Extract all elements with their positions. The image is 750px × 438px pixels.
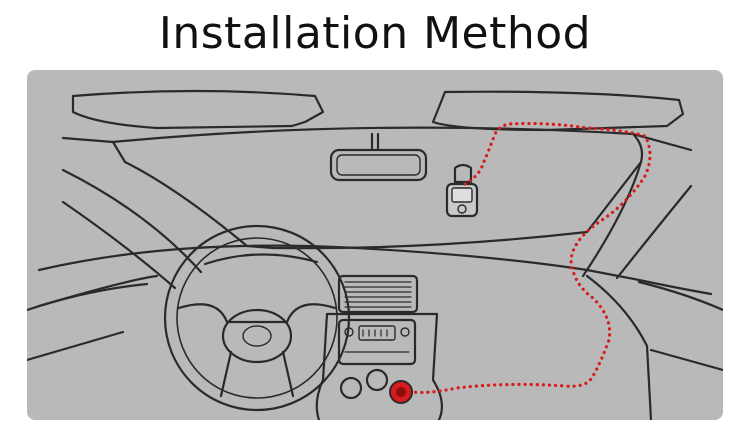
rearview-mirror-glass	[336, 154, 421, 176]
right-a-pillar	[581, 132, 693, 280]
cigarette-lighter-socket	[389, 380, 413, 404]
steering-wheel-hub-center	[242, 325, 272, 347]
right-door-panel	[637, 280, 723, 372]
radio-knob-right	[400, 327, 410, 337]
radio-knob-left	[344, 327, 354, 337]
power-cable-route	[411, 121, 652, 395]
installation-illustration	[27, 70, 723, 420]
steering-wheel	[163, 224, 351, 412]
steering-wheel-spokes	[177, 303, 337, 398]
dash-cam-lens	[457, 204, 467, 214]
radio-display	[358, 325, 396, 341]
gauge-cluster-hood	[203, 253, 319, 266]
left-sun-visor	[71, 89, 325, 130]
panel-background	[27, 70, 723, 420]
climate-knob-left	[339, 376, 363, 400]
air-vent-slats	[344, 281, 412, 308]
rearview-mirror	[329, 148, 428, 182]
radio-buttons	[344, 329, 410, 353]
steering-wheel-inner	[176, 237, 338, 399]
air-vent	[337, 274, 419, 314]
steering-wheel-hub	[221, 308, 293, 364]
left-door-panel	[27, 282, 149, 362]
page-title: Installation Method	[158, 8, 592, 59]
right-sun-visor	[431, 90, 685, 132]
rearview-mirror-mount	[370, 132, 380, 150]
radio-unit	[337, 318, 417, 366]
dashboard-top	[37, 244, 713, 296]
center-console	[315, 312, 444, 420]
climate-knob-center	[365, 368, 389, 392]
dash-cam-screen	[451, 187, 473, 203]
